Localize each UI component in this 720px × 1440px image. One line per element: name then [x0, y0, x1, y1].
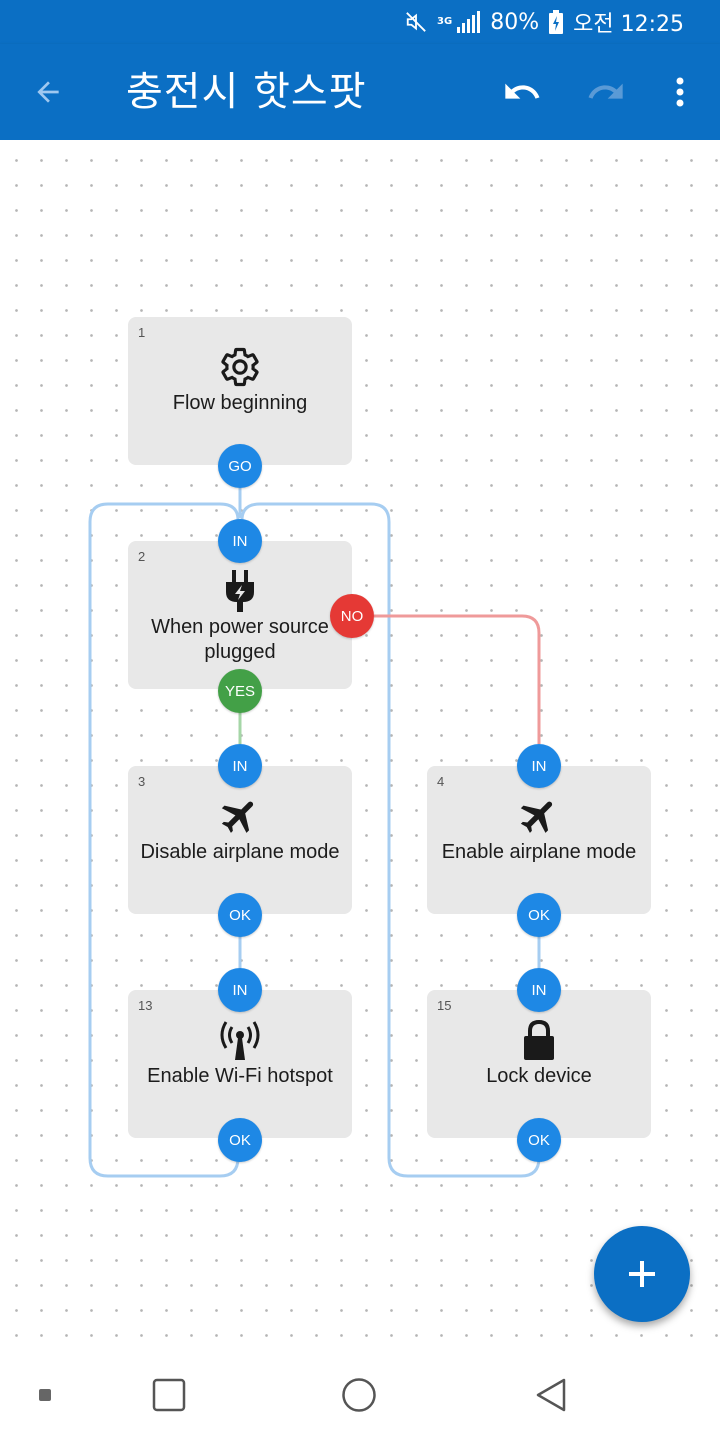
block-label: Lock device [486, 1065, 592, 1087]
more-vert-icon [676, 77, 684, 107]
block-disable-airplane-mode[interactable]: 3 Disable airplane mode [128, 766, 352, 914]
port-no[interactable]: NO [330, 594, 374, 638]
port-yes[interactable]: YES [218, 669, 262, 713]
port-ok[interactable]: OK [218, 1118, 262, 1162]
battery-percent: 80% [490, 9, 540, 35]
wire-no-to-block4 [374, 614, 541, 744]
block-label: Flow beginning [172, 392, 308, 414]
block-number: 4 [437, 774, 445, 789]
wire-loop-right [240, 502, 541, 1178]
port-ok[interactable]: OK [517, 893, 561, 937]
mute-icon [405, 11, 427, 33]
wire-loop-left [88, 502, 240, 1178]
port-in[interactable]: IN [218, 744, 262, 788]
app-bar: 충전시 핫스팟 [0, 44, 720, 140]
redo-icon [588, 83, 623, 99]
block-enable-wifi-hotspot[interactable]: 13 Enable Wi-Fi hotspot [128, 990, 352, 1138]
block-when-power-plugged[interactable]: 2 When power source plugged [128, 541, 352, 689]
undo-button[interactable] [498, 68, 546, 116]
power-plug-icon [128, 569, 352, 613]
port-in[interactable]: IN [218, 968, 262, 1012]
airplane-icon [128, 794, 352, 838]
block-label: Enable airplane mode [441, 841, 637, 863]
clock: 오전 12:25 [573, 12, 684, 37]
home-button[interactable] [336, 1372, 382, 1418]
square-icon [152, 1378, 186, 1412]
block-number: 2 [138, 549, 146, 564]
undo-icon [505, 83, 540, 99]
add-block-button[interactable] [594, 1226, 690, 1322]
triangle-back-icon [536, 1378, 566, 1412]
plus-icon [629, 1261, 655, 1287]
status-bar: 3G 80% 오전 12:25 [0, 0, 720, 44]
flow-canvas[interactable]: 1 Flow beginning GO 2 When power source … [0, 140, 720, 1340]
arrow-left-icon [37, 81, 59, 103]
system-nav-bar [0, 1340, 720, 1440]
back-button[interactable] [24, 68, 72, 116]
3g-icon: 3G [437, 16, 453, 27]
port-ok[interactable]: OK [517, 1118, 561, 1162]
connector-lines [88, 488, 541, 1178]
block-label: When power source plugged [151, 616, 329, 663]
circle-home-icon [342, 1378, 376, 1412]
port-in[interactable]: IN [517, 744, 561, 788]
block-flow-beginning[interactable]: 1 Flow beginning [128, 317, 352, 465]
block-label: Enable Wi-Fi hotspot [147, 1065, 333, 1087]
block-number: 15 [437, 998, 452, 1013]
wifi-tethering-icon [128, 1018, 352, 1062]
redo-button[interactable] [582, 68, 630, 116]
lock-icon [427, 1018, 651, 1062]
gear-icon [128, 345, 352, 389]
block-enable-airplane-mode[interactable]: 4 Enable airplane mode [427, 766, 651, 914]
port-in[interactable]: IN [218, 519, 262, 563]
port-go[interactable]: GO [218, 444, 262, 488]
airplane-icon [427, 794, 651, 838]
block-number: 13 [138, 998, 153, 1013]
block-lock-device[interactable]: 15 Lock device [427, 990, 651, 1138]
signal-icon [456, 11, 481, 33]
recents-dot-icon[interactable] [30, 1380, 60, 1410]
flow-title: 충전시 핫스팟 [126, 69, 367, 115]
block-number: 3 [138, 774, 146, 789]
block-number: 1 [138, 325, 146, 340]
port-ok[interactable]: OK [218, 893, 262, 937]
battery-charging-icon [549, 10, 564, 34]
block-label: Disable airplane mode [140, 841, 340, 863]
back-nav-button[interactable] [528, 1372, 574, 1418]
recent-apps-button[interactable] [146, 1372, 192, 1418]
more-options-button[interactable] [658, 68, 702, 116]
port-in[interactable]: IN [517, 968, 561, 1012]
